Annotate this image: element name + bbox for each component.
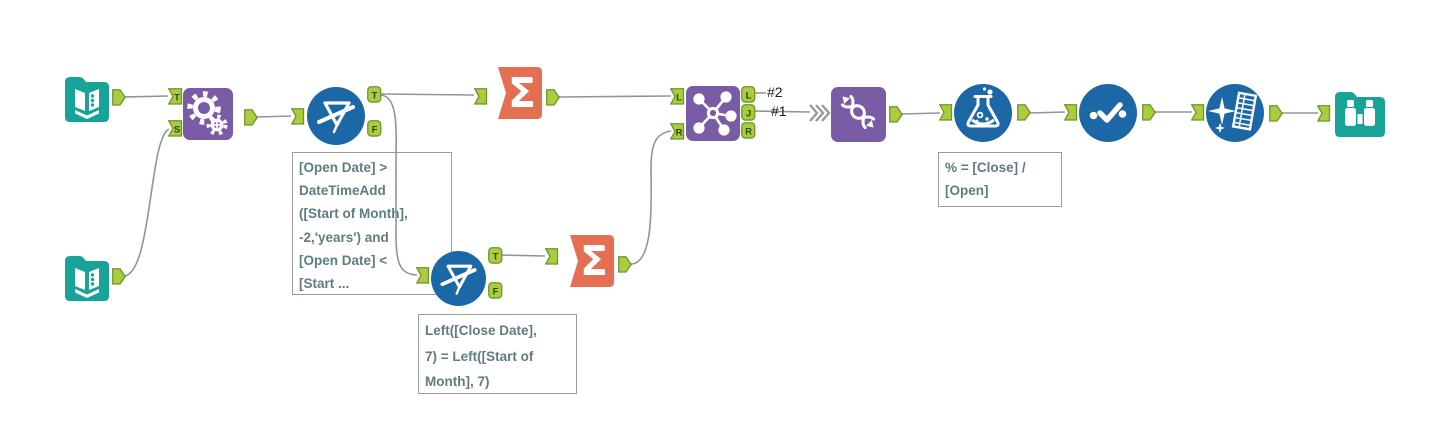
input-anchor-l[interactable]: L [670, 88, 685, 105]
output-anchor[interactable] [546, 89, 560, 106]
wire-filter2t-to-summarize2[interactable] [501, 254, 546, 257]
output-anchor-j[interactable]: J [741, 104, 756, 121]
anchor-letter: T [174, 92, 180, 103]
output-anchor-t[interactable]: T [367, 86, 382, 103]
checkmark-icon [1079, 84, 1137, 142]
sigma-glyph: Σ [508, 69, 536, 117]
input-anchor[interactable] [545, 248, 559, 265]
funnel-icon [307, 87, 365, 145]
annotation-line: -2,'years') and [299, 229, 389, 245]
append-fields-tool[interactable] [183, 88, 233, 140]
anchor-letter: S [174, 124, 180, 135]
summarize-tool-bottom[interactable]: Σ [560, 232, 617, 290]
output-anchor-f[interactable]: F [488, 282, 503, 299]
output-anchor-r[interactable]: R [741, 122, 756, 139]
union-connection-label-2[interactable]: #2 [767, 84, 783, 100]
book-icon [65, 77, 109, 122]
annotation-line: 7) = Left([Start of [425, 348, 534, 364]
output-anchor[interactable] [112, 268, 126, 285]
input-anchor[interactable] [1064, 104, 1078, 121]
wire-summarize2-to-join-r[interactable] [630, 130, 672, 265]
annotation-line: [Start ... [299, 276, 350, 292]
output-anchor[interactable] [889, 106, 903, 123]
anchor-letter: F [372, 124, 378, 135]
wire-summarize1-to-join-l[interactable] [558, 95, 672, 98]
browse-tool[interactable] [1332, 85, 1388, 140]
anchor-letter: R [676, 127, 683, 138]
annotation-filter-close-date[interactable]: Left([Close Date], 7) = Left([Start of M… [418, 314, 577, 394]
wire-append-to-filter1[interactable] [256, 115, 292, 118]
wire-filter1t-to-summarize1[interactable] [380, 93, 475, 96]
output-anchor-l[interactable]: L [741, 86, 756, 103]
sigma-icon: Σ [498, 67, 542, 119]
union-multi-input-connector[interactable] [808, 103, 831, 123]
filter-tool-close-date[interactable] [431, 251, 486, 306]
book-icon [65, 256, 109, 301]
annotation-filter-open-date[interactable]: [Open Date] > DateTimeAdd ([Start of Mon… [292, 152, 452, 295]
wire-formula-to-select[interactable] [1029, 111, 1066, 114]
wire-input2-to-append-s[interactable] [123, 128, 170, 277]
annotation-line: [Open Date] < [299, 252, 388, 268]
union-tool[interactable] [831, 87, 886, 142]
flask-icon [954, 84, 1012, 142]
input-anchor[interactable] [474, 88, 488, 105]
input-data-tool-top[interactable] [62, 70, 112, 125]
select-tool[interactable] [1079, 84, 1137, 142]
funnel-icon [431, 251, 486, 306]
data-cleansing-tool[interactable] [1206, 84, 1264, 142]
input-anchor[interactable] [1317, 105, 1331, 122]
annotation-line: DateTimeAdd [299, 183, 386, 199]
sparkle-table-icon [1206, 84, 1264, 142]
output-anchor[interactable] [1017, 104, 1031, 121]
anchor-letter: R [745, 126, 752, 137]
wire-join-j-to-union[interactable] [753, 110, 811, 113]
anchor-letter: L [746, 90, 752, 101]
anchor-letter: T [372, 90, 378, 101]
input-anchor[interactable] [291, 108, 305, 125]
dna-icon [831, 87, 886, 142]
sigma-glyph: Σ [580, 237, 608, 285]
annotation-line: [Open Date] > [299, 160, 388, 175]
annotation-line: ([Start of Month], [299, 206, 408, 222]
annotation-line: [Open] [945, 183, 989, 199]
join-tool[interactable] [686, 86, 740, 141]
annotation-line: Month], 7) [425, 374, 490, 389]
anchor-letter: F [493, 286, 499, 297]
output-anchor[interactable] [1142, 104, 1156, 121]
sigma-icon: Σ [570, 235, 614, 287]
input-anchor-t[interactable]: T [168, 88, 183, 105]
formula-tool[interactable] [954, 84, 1012, 142]
summarize-tool-top[interactable]: Σ [488, 64, 545, 122]
output-anchor[interactable] [244, 109, 258, 126]
gears-icon [183, 88, 233, 140]
annotation-formula[interactable]: % = [Close] / [Open] [938, 152, 1062, 207]
anchor-letter: L [676, 92, 682, 103]
molecule-icon [686, 86, 740, 141]
wire-input1-to-append-t[interactable] [123, 95, 169, 98]
output-anchor-t[interactable]: T [488, 247, 503, 264]
wire-filter1t-to-filter2[interactable] [380, 94, 418, 276]
output-anchor[interactable] [1269, 105, 1283, 122]
input-anchor[interactable] [416, 267, 430, 284]
union-connection-label-1[interactable]: #1 [771, 103, 787, 119]
annotation-line: % = [Close] / [945, 160, 1026, 175]
binoculars-icon [1335, 92, 1385, 137]
input-anchor[interactable] [939, 104, 953, 121]
output-anchor-f[interactable]: F [367, 120, 382, 137]
output-anchor[interactable] [618, 256, 632, 273]
input-anchor[interactable] [1191, 104, 1205, 121]
filter-tool-open-date[interactable] [307, 87, 365, 145]
anchor-letter: J [746, 108, 751, 119]
output-anchor[interactable] [112, 89, 126, 106]
input-anchor-r[interactable]: R [670, 123, 685, 140]
anchor-letter: T [493, 251, 499, 262]
input-anchor-s[interactable]: S [168, 120, 183, 137]
annotation-line: Left([Close Date], [425, 323, 537, 338]
wire-union-to-formula[interactable] [901, 112, 941, 115]
input-data-tool-bottom[interactable] [62, 249, 112, 304]
